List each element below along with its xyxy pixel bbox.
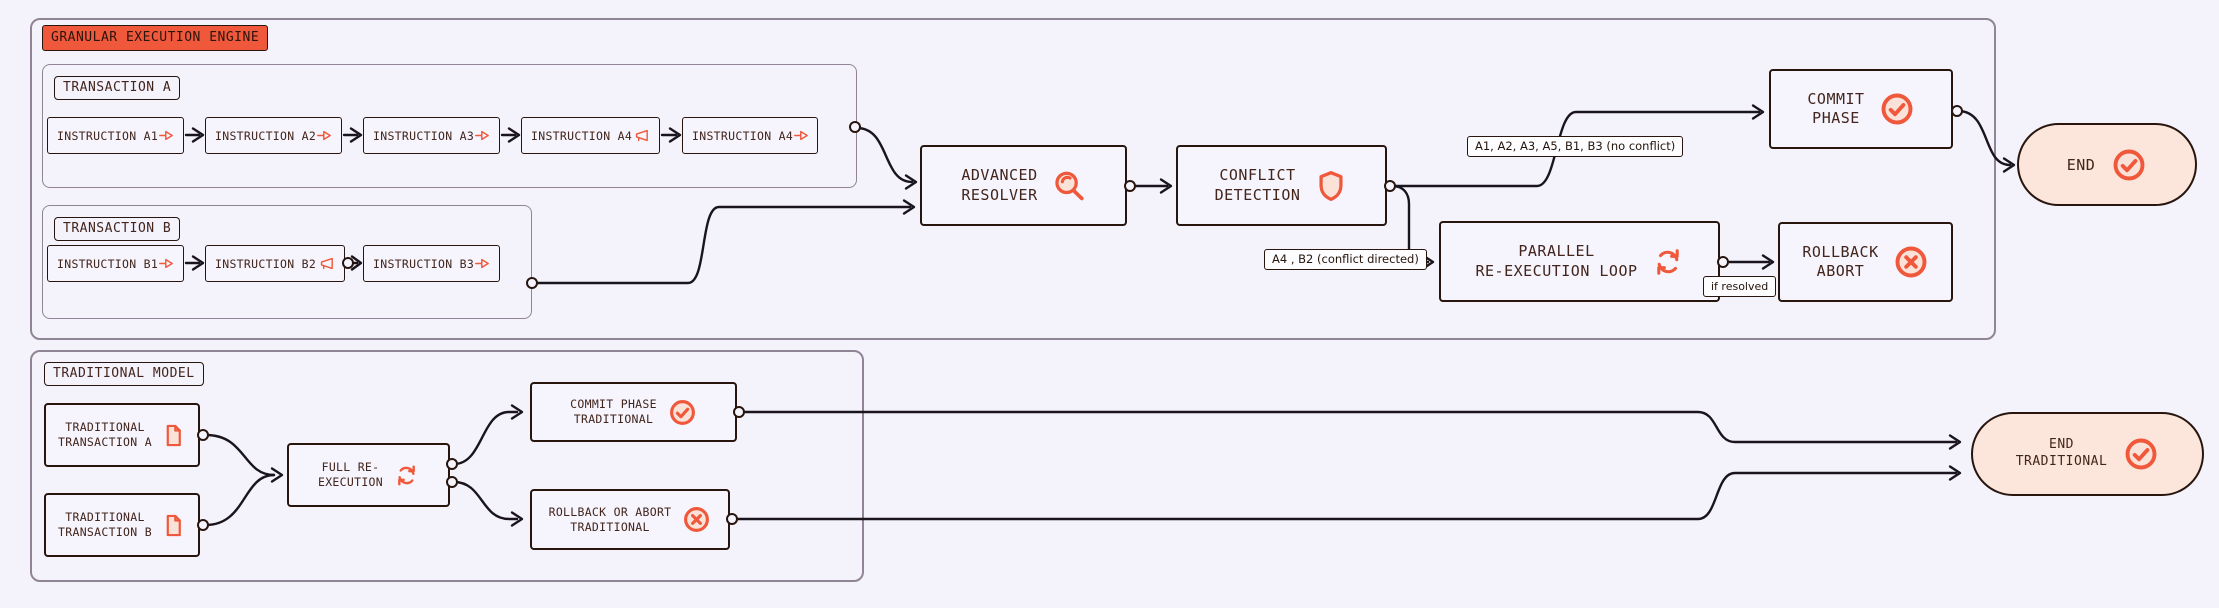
edge-label-conflict-directed: A4 , B2 (conflict directed) — [1264, 249, 1427, 270]
arrow-right-icon — [794, 130, 809, 141]
edge-rollback-trad-to-end — [732, 465, 1962, 521]
commit-phase-node: COMMIT PHASE — [1769, 69, 1953, 149]
node-line: ROLLBACK OR ABORT — [548, 504, 672, 519]
node-line: TRANSACTION B — [58, 525, 152, 539]
advanced-resolver-node: ADVANCED RESOLVER — [920, 145, 1127, 226]
granular-engine-badge: GRANULAR EXECUTION ENGINE — [42, 25, 269, 51]
rollback-abort-traditional-label: ROLLBACK OR ABORT TRADITIONAL — [549, 505, 672, 535]
megaphone-icon — [635, 129, 648, 142]
node-line: DETECTION — [1214, 185, 1301, 204]
node-line: TRADITIONAL — [65, 420, 145, 435]
document-icon — [166, 424, 181, 446]
instruction-label: INSTRUCTION A4 — [692, 128, 794, 143]
edge-label-if-resolved: if resolved — [1703, 276, 1777, 297]
magnifier-icon — [1054, 171, 1084, 200]
instruction-label: INSTRUCTION A3 — [373, 128, 475, 143]
conflict-detection-node: CONFLICT DETECTION — [1176, 145, 1387, 226]
x-circle-icon — [1895, 246, 1927, 278]
end-node: END — [2017, 123, 2197, 206]
node-line: TRADITIONAL — [573, 412, 654, 426]
transaction-a-label: TRANSACTION A — [54, 76, 181, 100]
traditional-model-container — [30, 350, 864, 582]
node-line: EXECUTION — [317, 475, 383, 489]
instruction-b2-node: INSTRUCTION B2 — [205, 245, 345, 282]
traditional-transaction-a-node: TRADITIONAL TRANSACTION A — [44, 403, 200, 467]
node-line: TRANSACTION A — [58, 435, 152, 449]
instruction-a4-node: INSTRUCTION A4 — [521, 117, 660, 154]
x-circle-icon — [684, 507, 710, 532]
instruction-label: INSTRUCTION A4 — [531, 128, 633, 143]
parallel-reexecution-label: PARALLEL RE-EXECUTION LOOP — [1475, 242, 1637, 281]
node-line: TRADITIONAL — [2015, 454, 2108, 469]
loop-icon — [1656, 248, 1679, 275]
megaphone-icon — [320, 257, 333, 270]
arrow-right-icon — [317, 130, 332, 141]
instruction-b3-node: INSTRUCTION B3 — [363, 245, 500, 282]
end-traditional-label: END TRADITIONAL — [2016, 437, 2108, 471]
arrow-right-icon — [159, 258, 174, 269]
instruction-b1-node: INSTRUCTION B1 — [47, 245, 184, 282]
check-circle-icon — [1881, 93, 1913, 125]
end-label: END — [2066, 155, 2096, 174]
rollback-abort-traditional-node: ROLLBACK OR ABORT TRADITIONAL — [530, 489, 730, 550]
node-line: PARALLEL — [1518, 242, 1595, 260]
parallel-reexecution-node: PARALLEL RE-EXECUTION LOOP — [1439, 221, 1720, 302]
instruction-label: INSTRUCTION B2 — [215, 256, 317, 271]
commit-phase-label: COMMIT PHASE — [1807, 90, 1864, 129]
traditional-transaction-a-label: TRADITIONAL TRANSACTION A — [58, 420, 152, 450]
traditional-transaction-b-label: TRADITIONAL TRANSACTION B — [58, 510, 152, 540]
conflict-detection-label: CONFLICT DETECTION — [1215, 166, 1301, 205]
instruction-label: INSTRUCTION A2 — [215, 128, 317, 143]
instruction-a2-node: INSTRUCTION A2 — [205, 117, 342, 154]
edge-label-no-conflict: A1, A2, A3, A5, B1, B3 (no conflict) — [1467, 136, 1684, 157]
instruction-label: INSTRUCTION B3 — [373, 256, 475, 271]
full-reexecution-node: FULL RE- EXECUTION — [287, 443, 450, 507]
node-line: ROLLBACK — [1802, 242, 1879, 261]
node-line: TRADITIONAL — [65, 510, 145, 525]
instruction-label: INSTRUCTION A1 — [57, 128, 159, 143]
traditional-transaction-b-node: TRADITIONAL TRANSACTION B — [44, 493, 200, 557]
commit-phase-traditional-node: COMMIT PHASE TRADITIONAL — [530, 382, 737, 442]
node-line: CONFLICT — [1219, 166, 1296, 184]
end-traditional-node: END TRADITIONAL — [1971, 412, 2204, 496]
rollback-abort-label: ROLLBACK ABORT — [1802, 243, 1878, 282]
instruction-label: INSTRUCTION B1 — [57, 256, 159, 271]
node-line: PHASE — [1812, 109, 1860, 127]
full-reexecution-label: FULL RE- EXECUTION — [318, 460, 383, 490]
instruction-a1-node: INSTRUCTION A1 — [47, 117, 184, 154]
document-icon — [166, 514, 181, 536]
check-circle-icon — [2125, 438, 2157, 470]
rollback-abort-node: ROLLBACK ABORT — [1778, 222, 1953, 302]
node-line: COMMIT PHASE — [570, 397, 657, 412]
node-line: ADVANCED — [961, 166, 1038, 184]
traditional-model-label: TRADITIONAL MODEL — [44, 362, 204, 386]
loop-icon — [398, 465, 415, 485]
edge-commit-trad-to-end — [739, 410, 1962, 450]
arrow-right-icon — [475, 130, 490, 141]
granular-engine-container — [30, 18, 1996, 340]
shield-icon — [1319, 170, 1343, 201]
check-circle-icon — [669, 399, 695, 425]
node-line: END — [2049, 437, 2074, 453]
node-line: RESOLVER — [961, 185, 1038, 204]
arrow-right-icon — [475, 258, 490, 269]
instruction-a3-node: INSTRUCTION A3 — [363, 117, 500, 154]
transaction-b-label: TRANSACTION B — [54, 217, 181, 241]
check-circle-icon — [2113, 149, 2145, 180]
node-line: ABORT — [1816, 262, 1865, 280]
arrow-right-icon — [159, 130, 174, 141]
commit-phase-traditional-label: COMMIT PHASE TRADITIONAL — [570, 397, 657, 427]
node-line: RE-EXECUTION LOOP — [1475, 261, 1638, 280]
node-line: TRADITIONAL — [570, 519, 650, 534]
instruction-a4b-node: INSTRUCTION A4 — [682, 117, 818, 154]
transaction-b-container — [42, 205, 532, 319]
advanced-resolver-label: ADVANCED RESOLVER — [961, 166, 1037, 205]
node-line: FULL RE- — [321, 460, 380, 475]
node-line: COMMIT — [1807, 89, 1865, 108]
